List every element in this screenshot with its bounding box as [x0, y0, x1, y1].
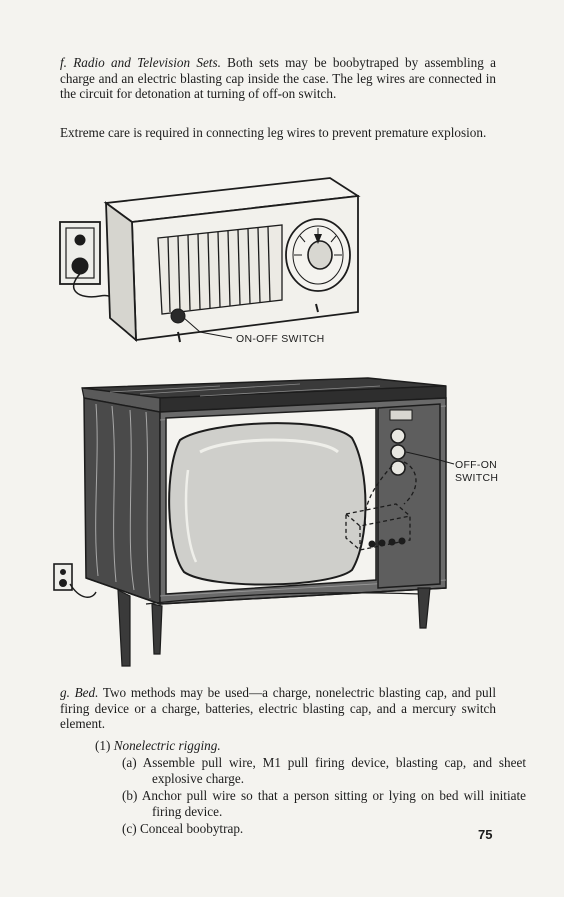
- page-number: 75: [478, 827, 493, 842]
- sub-item-label: (c): [122, 821, 137, 836]
- sub-item-b: (b) Anchor pull wire so that a person si…: [122, 788, 526, 819]
- section-g-heading: g. Bed.: [60, 685, 99, 700]
- section-g-body: Two methods may be used—a charge, nonele…: [60, 685, 496, 732]
- sub-item-text: Assemble pull wire, M1 pull firing devic…: [142, 755, 526, 786]
- tv-switch-callout-line2: SWITCH: [455, 472, 498, 484]
- paragraph-radio-tv: f. Radio and Television Sets. Both sets …: [60, 55, 496, 102]
- sub-item-text: Anchor pull wire so that a person sittin…: [141, 788, 526, 819]
- list-item-title: Nonelectric rigging.: [113, 738, 221, 753]
- sub-item-text: Conceal boobytrap.: [139, 821, 244, 836]
- sub-item-label: (a): [122, 755, 137, 770]
- section-f-body: Both sets may be boobytraped by assembli…: [60, 55, 496, 102]
- television-cabinet-illustration: [53, 377, 455, 667]
- paragraph-caution: Extreme care is required in connecting l…: [60, 125, 487, 140]
- tv-switch-callout-line1: OFF-ON: [455, 459, 497, 471]
- radio-switch-callout: ON-OFF SWITCH: [236, 333, 324, 345]
- section-f-heading: f. Radio and Television Sets.: [60, 55, 221, 70]
- sub-item-label: (b): [122, 788, 138, 803]
- sub-item-c: (c) Conceal boobytrap.: [122, 821, 526, 837]
- paragraph-bed: g. Bed. Two methods may be used—a charge…: [60, 685, 496, 732]
- sub-item-a: (a) Assemble pull wire, M1 pull firing d…: [122, 755, 526, 786]
- radio-illustration: [59, 177, 361, 343]
- list-item-nonelectric: (1) Nonelectric rigging.: [95, 738, 221, 754]
- list-item-number: (1): [95, 738, 111, 753]
- radio-tv-figure: ON-OFF SWITCH: [53, 177, 498, 667]
